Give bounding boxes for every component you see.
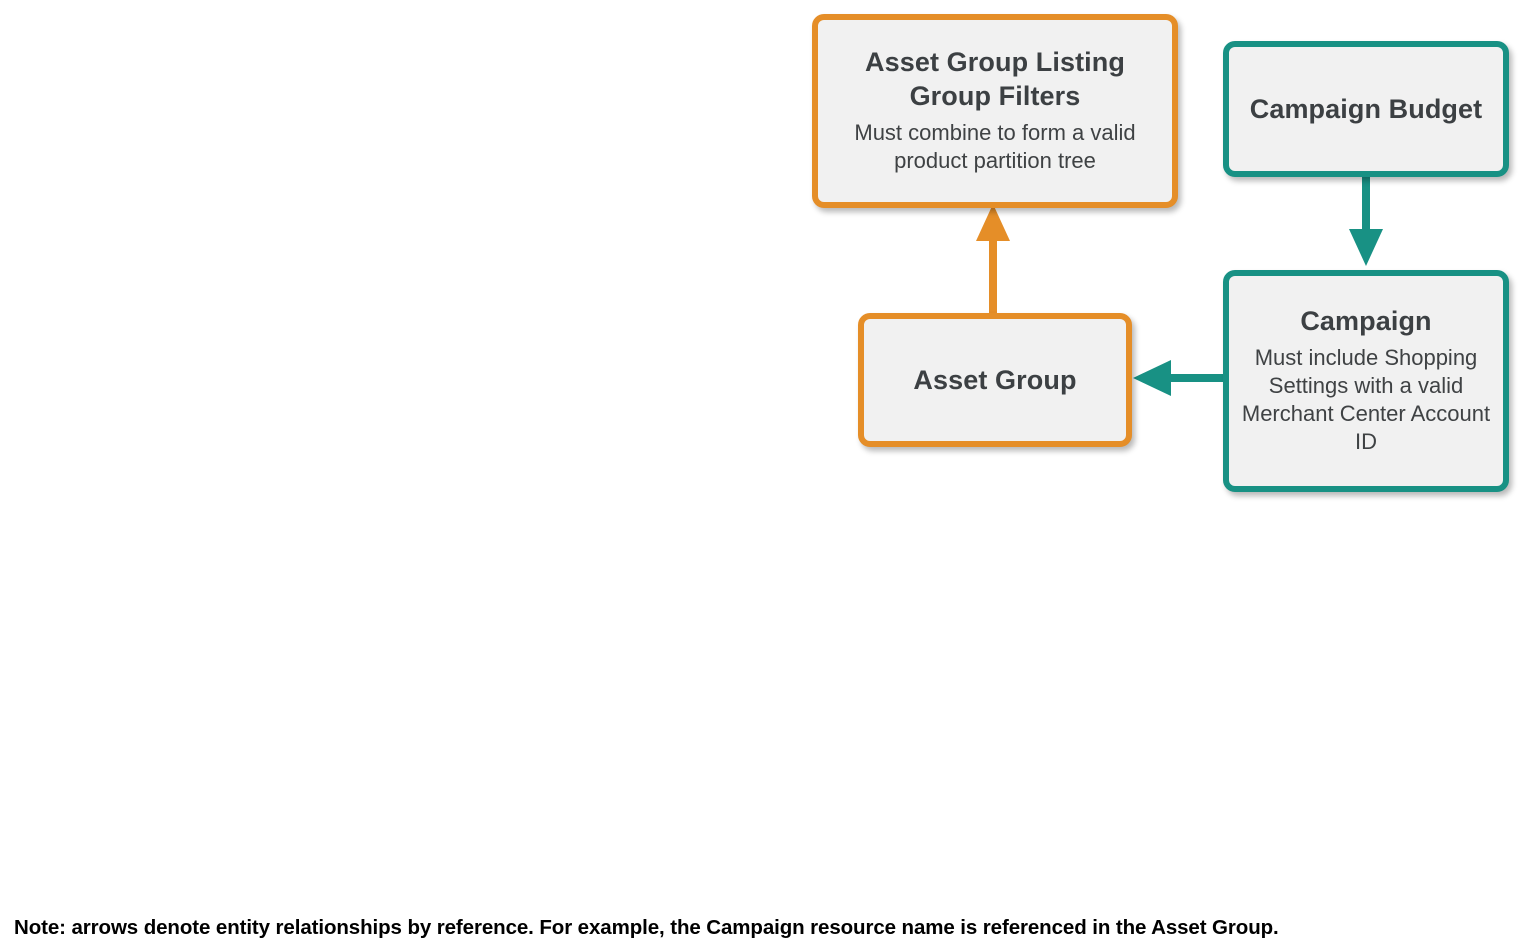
node-asset-group-listing-group-filters[interactable]: Asset Group Listing Group Filters Must c… (812, 14, 1178, 208)
node-description: Must combine to form a valid product par… (854, 119, 1136, 174)
node-title: Campaign (1300, 305, 1432, 336)
node-description: Must include Shopping Settings with a va… (1241, 344, 1491, 455)
edge-campaign-to-asset-group (1133, 360, 1223, 396)
edge-campaign-budget-to-campaign (1349, 177, 1383, 266)
edge-asset-group-to-filters (976, 204, 1010, 313)
node-title: Campaign Budget (1249, 93, 1483, 124)
node-asset-group[interactable]: Asset Group (858, 313, 1132, 447)
diagram-footnote: Note: arrows denote entity relationships… (14, 916, 1279, 939)
node-campaign[interactable]: Campaign Must include Shopping Settings … (1223, 270, 1509, 492)
node-title: Asset Group Listing Group Filters (865, 46, 1125, 111)
node-title: Asset Group (913, 364, 1077, 395)
node-campaign-budget[interactable]: Campaign Budget (1223, 41, 1509, 177)
